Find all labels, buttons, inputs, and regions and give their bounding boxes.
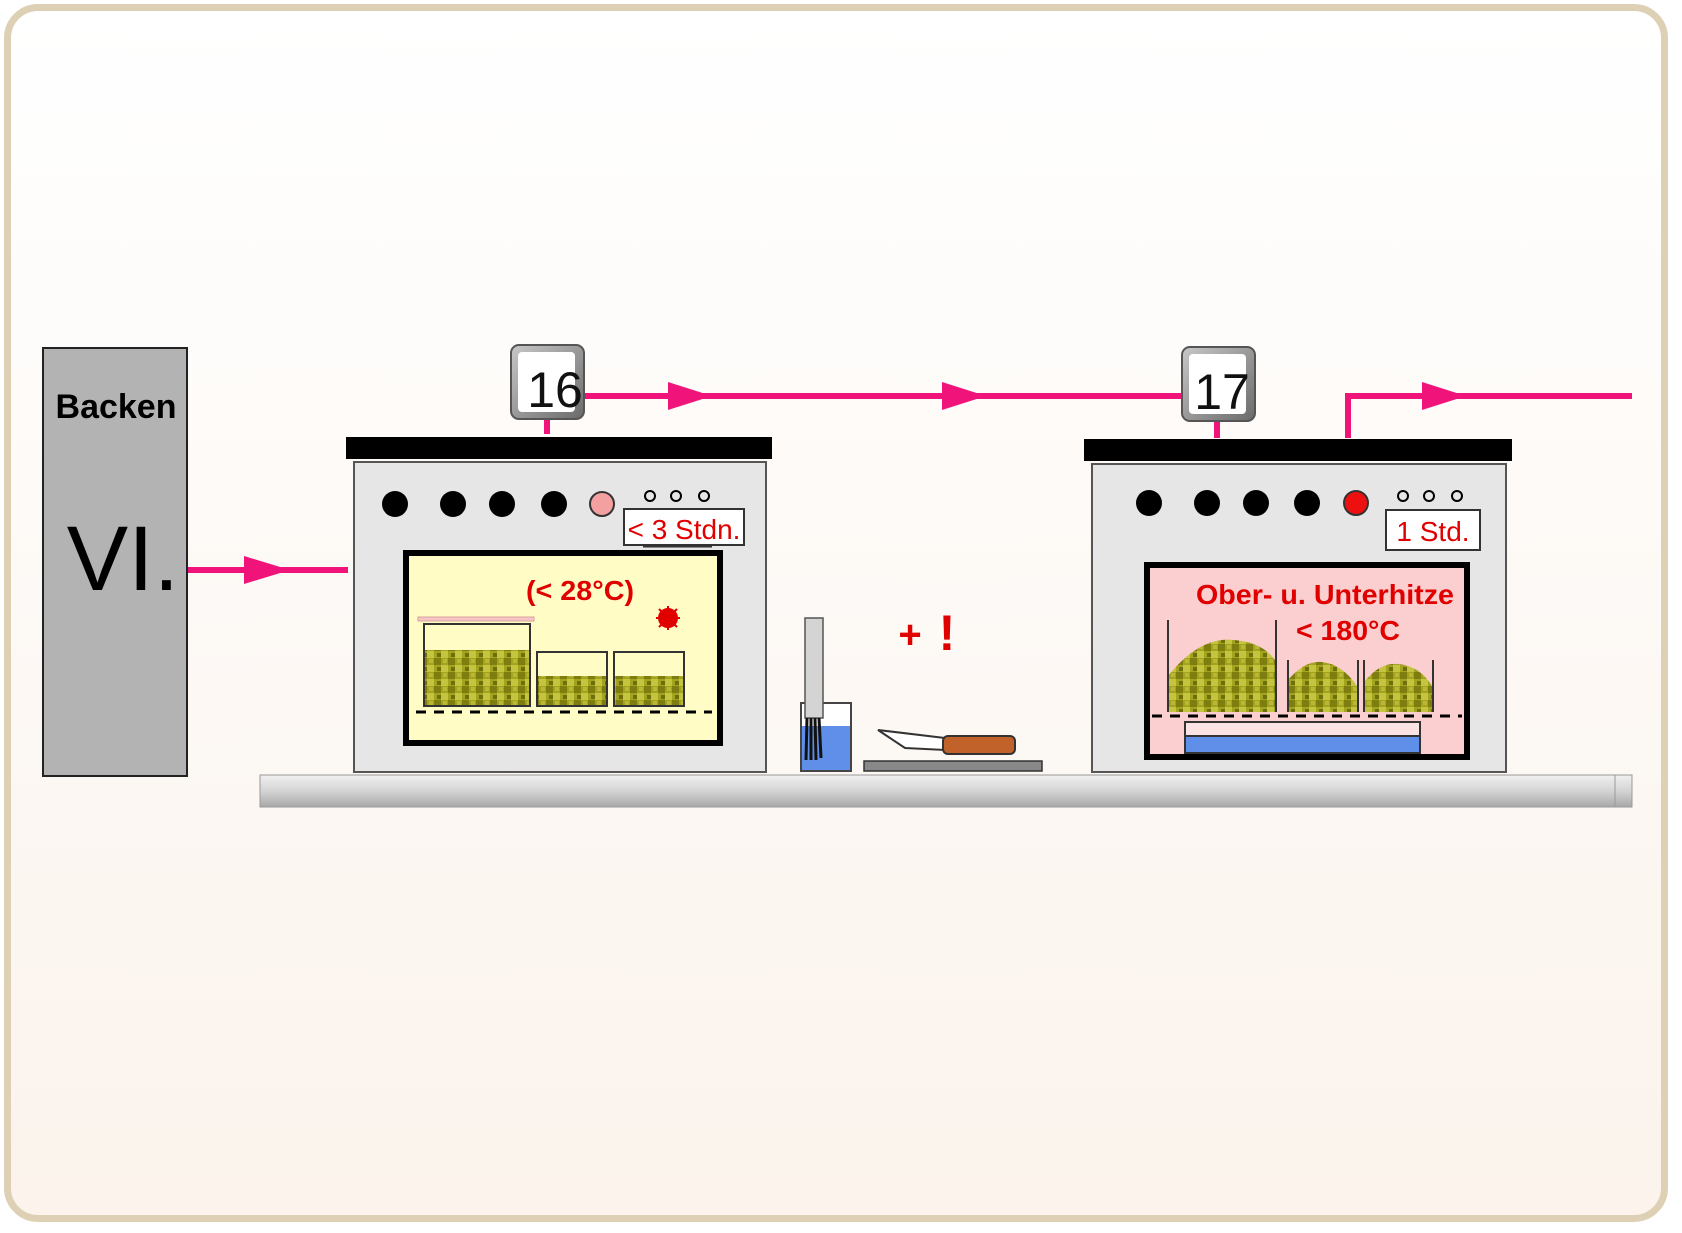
oven-knob	[541, 491, 567, 517]
brush-in-water-icon	[800, 617, 852, 772]
oven-knob	[1243, 490, 1269, 516]
svg-text:17: 17	[1194, 364, 1250, 420]
oven-knob	[1194, 490, 1220, 516]
dough-pan	[613, 651, 685, 707]
knife-board-icon	[863, 729, 1043, 772]
duration-label: 1 Std.	[1396, 516, 1469, 547]
dough-pan	[536, 651, 608, 707]
oven-knob	[1136, 490, 1162, 516]
note-plus: +	[898, 613, 921, 657]
duration-label: < 3 Stdn.	[628, 514, 741, 545]
oven-knob	[489, 491, 515, 517]
oven-indicator-light	[589, 491, 615, 517]
note-exclaim: !	[939, 605, 956, 661]
step-badge-17: 17	[1181, 346, 1256, 422]
step-badge-16: 16	[510, 344, 585, 420]
dough-pan	[423, 623, 531, 707]
stage-number: VI.	[67, 508, 179, 610]
oven-knob	[1294, 490, 1320, 516]
svg-text:16: 16	[527, 362, 583, 418]
stage-box: Backen VI.	[42, 347, 188, 777]
oven-indicator-light	[1343, 490, 1369, 516]
condition-label: < 180°C	[1296, 615, 1400, 646]
oven-proofing: < 3 Stdn. (< 28°C)	[346, 437, 772, 773]
stage-label: Backen	[56, 388, 177, 426]
warning-germ-icon	[656, 606, 680, 630]
condition-label: Ober- u. Unterhitze	[1196, 579, 1454, 610]
oven-baking: 1 Std. Ober- u. Unterhitze < 180°C	[1084, 439, 1512, 773]
shelf	[259, 774, 1633, 808]
oven-knob	[382, 491, 408, 517]
oven-knob	[440, 491, 466, 517]
condition-label: (< 28°C)	[526, 575, 634, 606]
